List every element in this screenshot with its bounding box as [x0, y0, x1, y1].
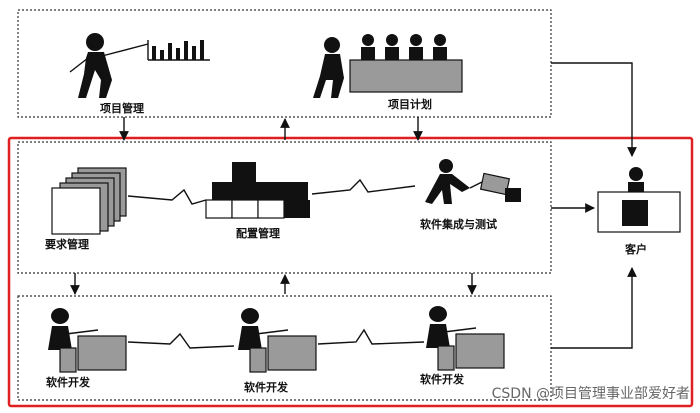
label-dev-3: 软件开发	[420, 372, 465, 386]
label-dev-2: 软件开发	[244, 380, 289, 394]
pointing-person-icon	[69, 33, 149, 98]
watermark: CSDN @项目管理事业部爱好者	[492, 386, 690, 402]
arrow-bottom-to-customer	[551, 267, 637, 349]
developer-at-computer-icon	[426, 306, 505, 371]
lightning-connector-3	[127, 332, 235, 349]
label-dev-1: 软件开发	[46, 375, 91, 389]
block-stack-icon	[205, 162, 310, 219]
lightning-connector-4	[317, 328, 425, 345]
label-requirements-management: 要求管理	[45, 237, 89, 251]
document-stack-icon	[51, 167, 127, 235]
lightning-connector-1	[127, 188, 207, 205]
developer-at-computer-icon	[238, 308, 317, 373]
developer-at-computer-icon	[48, 308, 127, 373]
label-configuration-management: 配置管理	[236, 226, 280, 240]
meeting-table-icon	[313, 34, 463, 98]
customer-desk-icon	[597, 167, 681, 233]
lightning-connector-2	[311, 178, 416, 195]
label-project-plan: 项目计划	[388, 97, 432, 111]
bar-chart-icon	[147, 40, 210, 61]
label-project-management: 项目管理	[100, 101, 144, 115]
arrow-top-to-customer	[551, 62, 637, 157]
label-integration-testing: 软件集成与测试	[420, 217, 497, 231]
highlight-border	[7, 136, 694, 408]
lifting-person-icon	[425, 159, 521, 204]
label-customer: 客户	[624, 242, 647, 256]
